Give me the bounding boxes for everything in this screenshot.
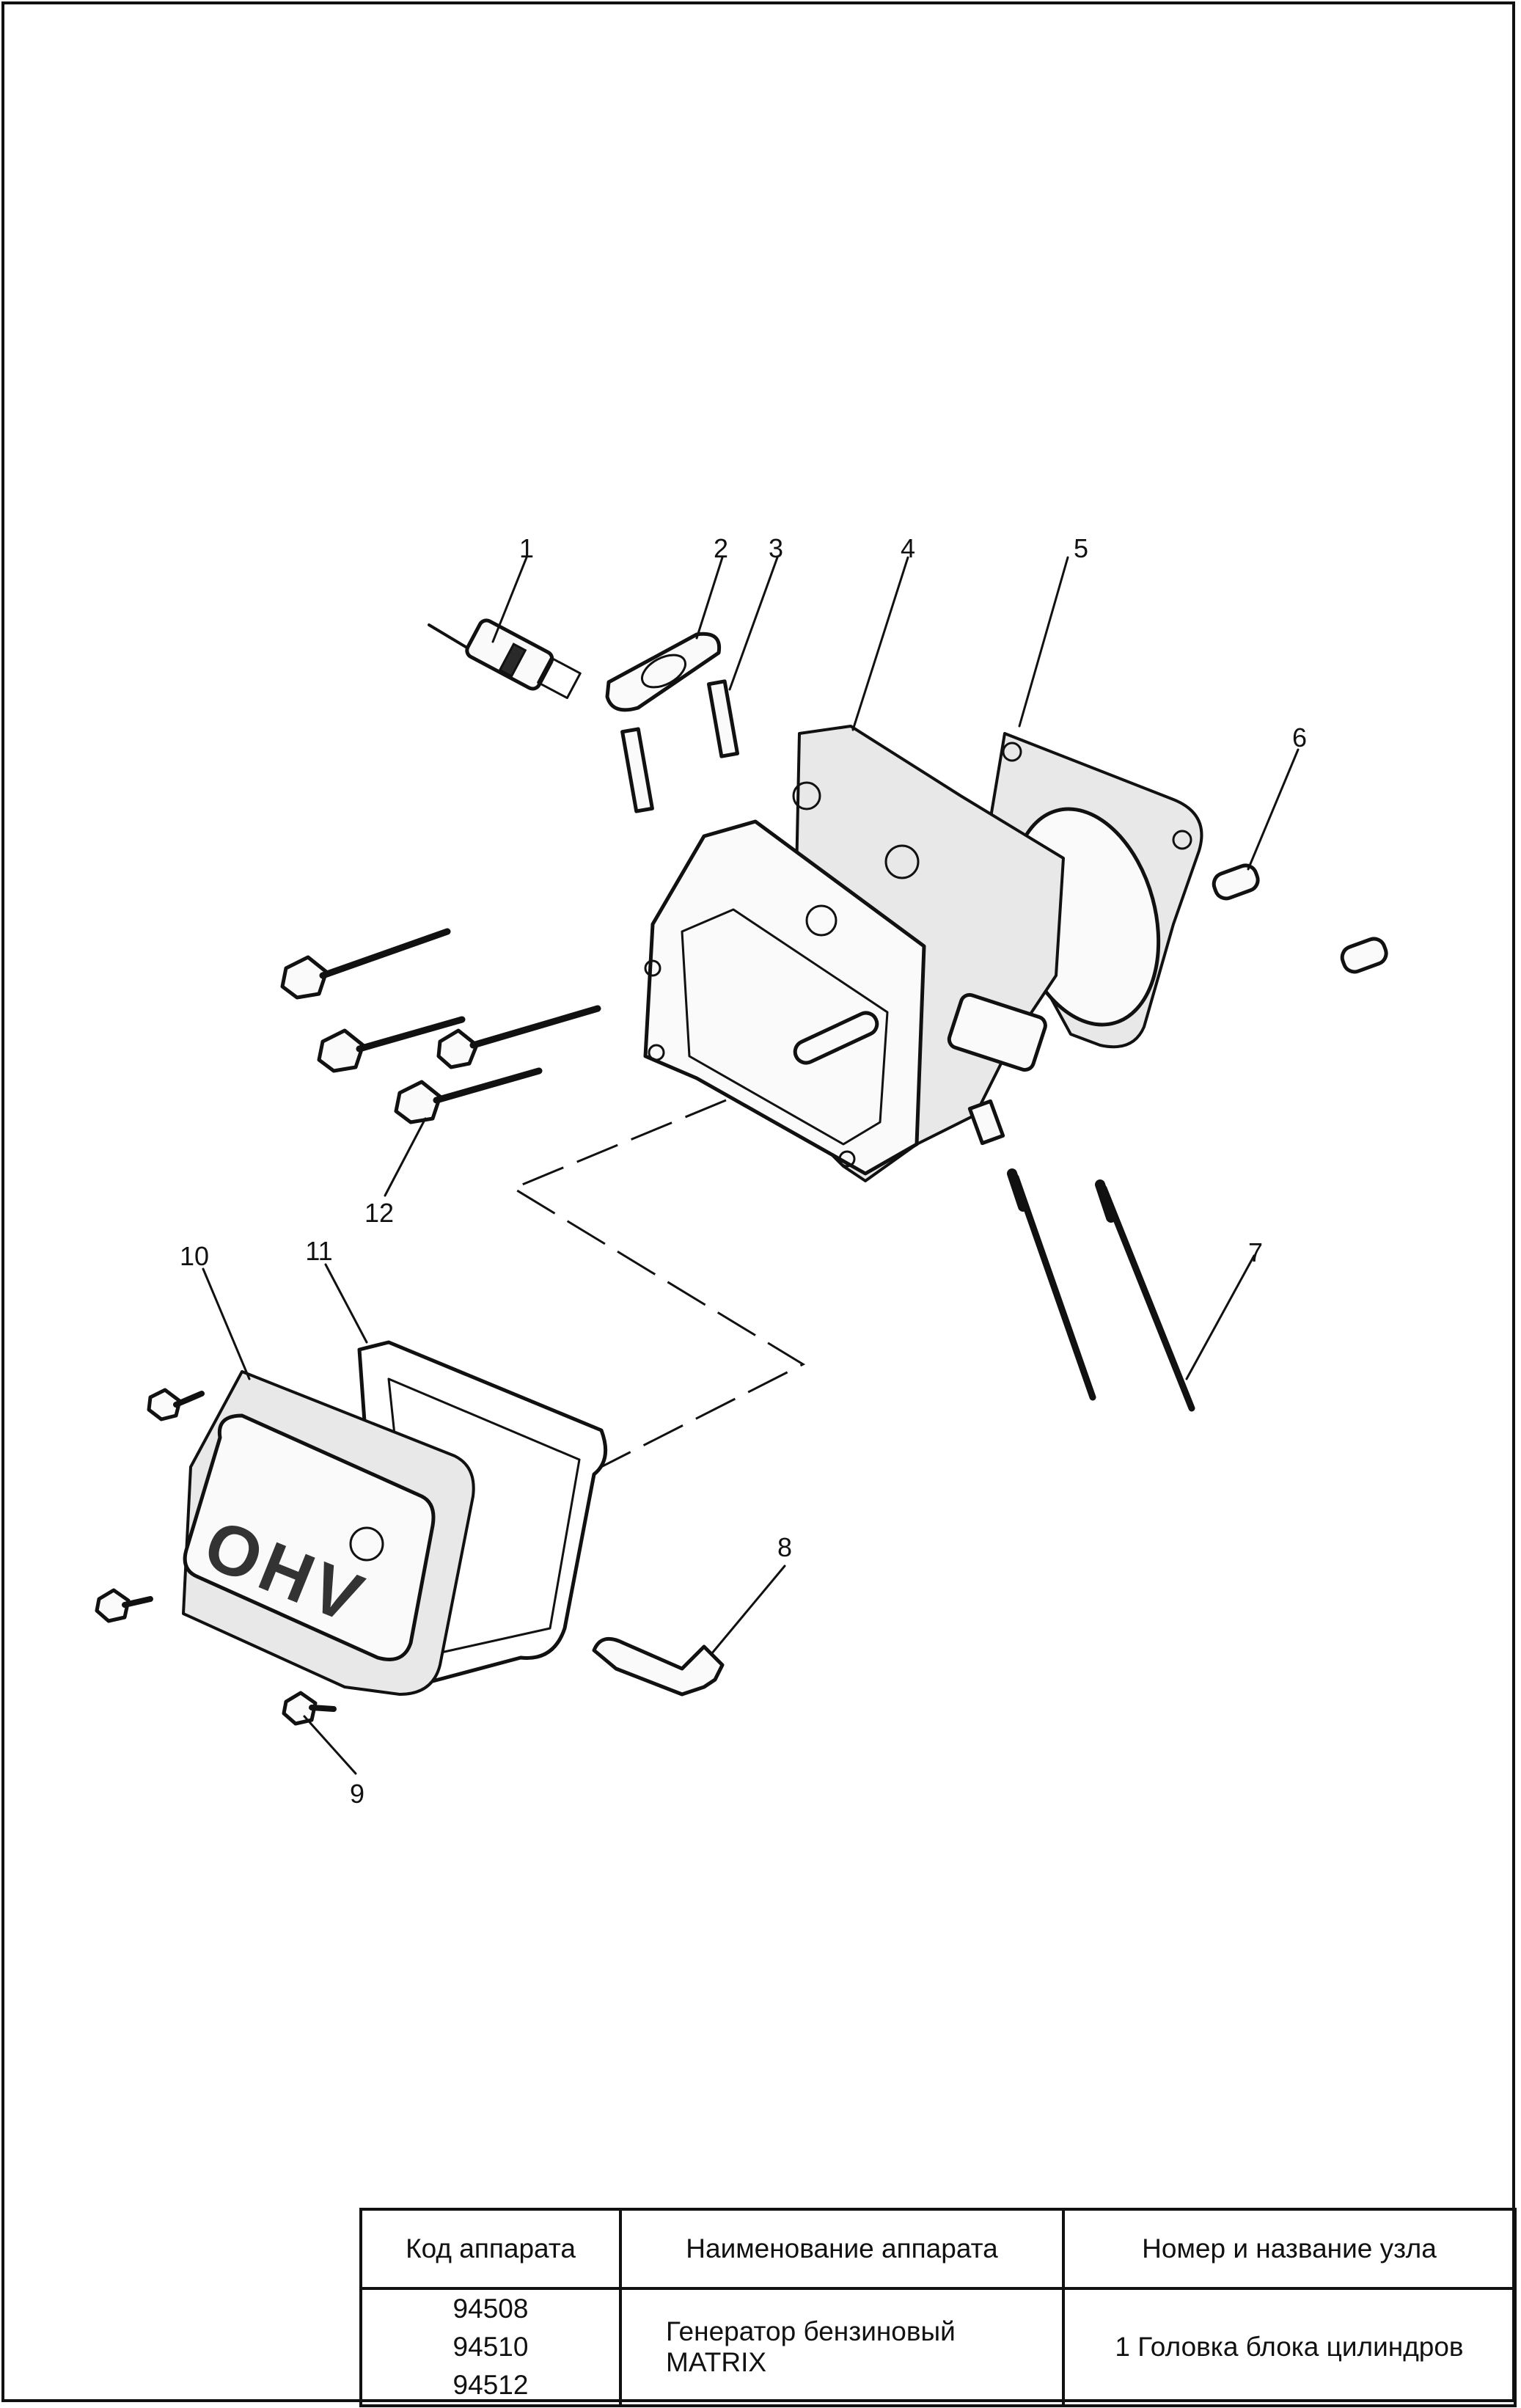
callout-7: 7: [1248, 1237, 1263, 1267]
title-block-table: Код аппарата Наименование аппарата Номер…: [359, 2208, 1517, 2407]
callout-1: 1: [519, 533, 534, 563]
callout-12: 12: [364, 1198, 394, 1228]
callout-4: 4: [901, 533, 915, 563]
apparatus-code: 94508: [452, 2294, 529, 2324]
callout-3: 3: [769, 533, 783, 563]
callout-2: 2: [714, 533, 728, 563]
apparatus-codes-cell: 94508 94510 94512: [359, 2287, 622, 2407]
callout-6: 6: [1292, 722, 1307, 753]
part-head-bolts: [280, 928, 601, 1124]
part-intake-gasket: [605, 632, 722, 712]
leader-lines: [202, 556, 1300, 1775]
apparatus-name-cell: Генератор бензиновый MATRIX: [619, 2287, 1065, 2407]
part-spark-plug: [428, 618, 582, 700]
part-dowel-pins: [1212, 863, 1388, 974]
callout-8: 8: [777, 1532, 792, 1562]
callout-11: 11: [305, 1236, 332, 1266]
callout-9: 9: [350, 1779, 364, 1809]
title-block-header-row: Код аппарата Наименование аппарата Номер…: [359, 2208, 1517, 2290]
part-breather-tube: [592, 1636, 725, 1697]
unit-name-cell: 1 Головка блока цилиндров: [1062, 2287, 1517, 2407]
part-cover-bolts: [95, 1388, 337, 1726]
part-push-rods: [1007, 1168, 1195, 1412]
apparatus-name-line-1: Генератор бензиновый: [666, 2316, 956, 2346]
apparatus-code: 94512: [452, 2370, 529, 2400]
header-code: Код аппарата: [359, 2208, 622, 2290]
header-apparatus-name: Наименование аппарата: [619, 2208, 1065, 2290]
part-valve-cover: OHV: [182, 1370, 475, 1696]
callout-10: 10: [180, 1241, 209, 1271]
part-studs: [620, 679, 740, 813]
header-unit: Номер и название узла: [1062, 2208, 1517, 2290]
apparatus-code: 94510: [452, 2332, 529, 2362]
apparatus-name-line-2: MATRIX: [666, 2347, 767, 2377]
part-cylinder-head: [643, 725, 1065, 1182]
title-block-data-row: 94508 94510 94512 Генератор бензиновый M…: [359, 2287, 1517, 2407]
callout-5: 5: [1074, 533, 1088, 563]
